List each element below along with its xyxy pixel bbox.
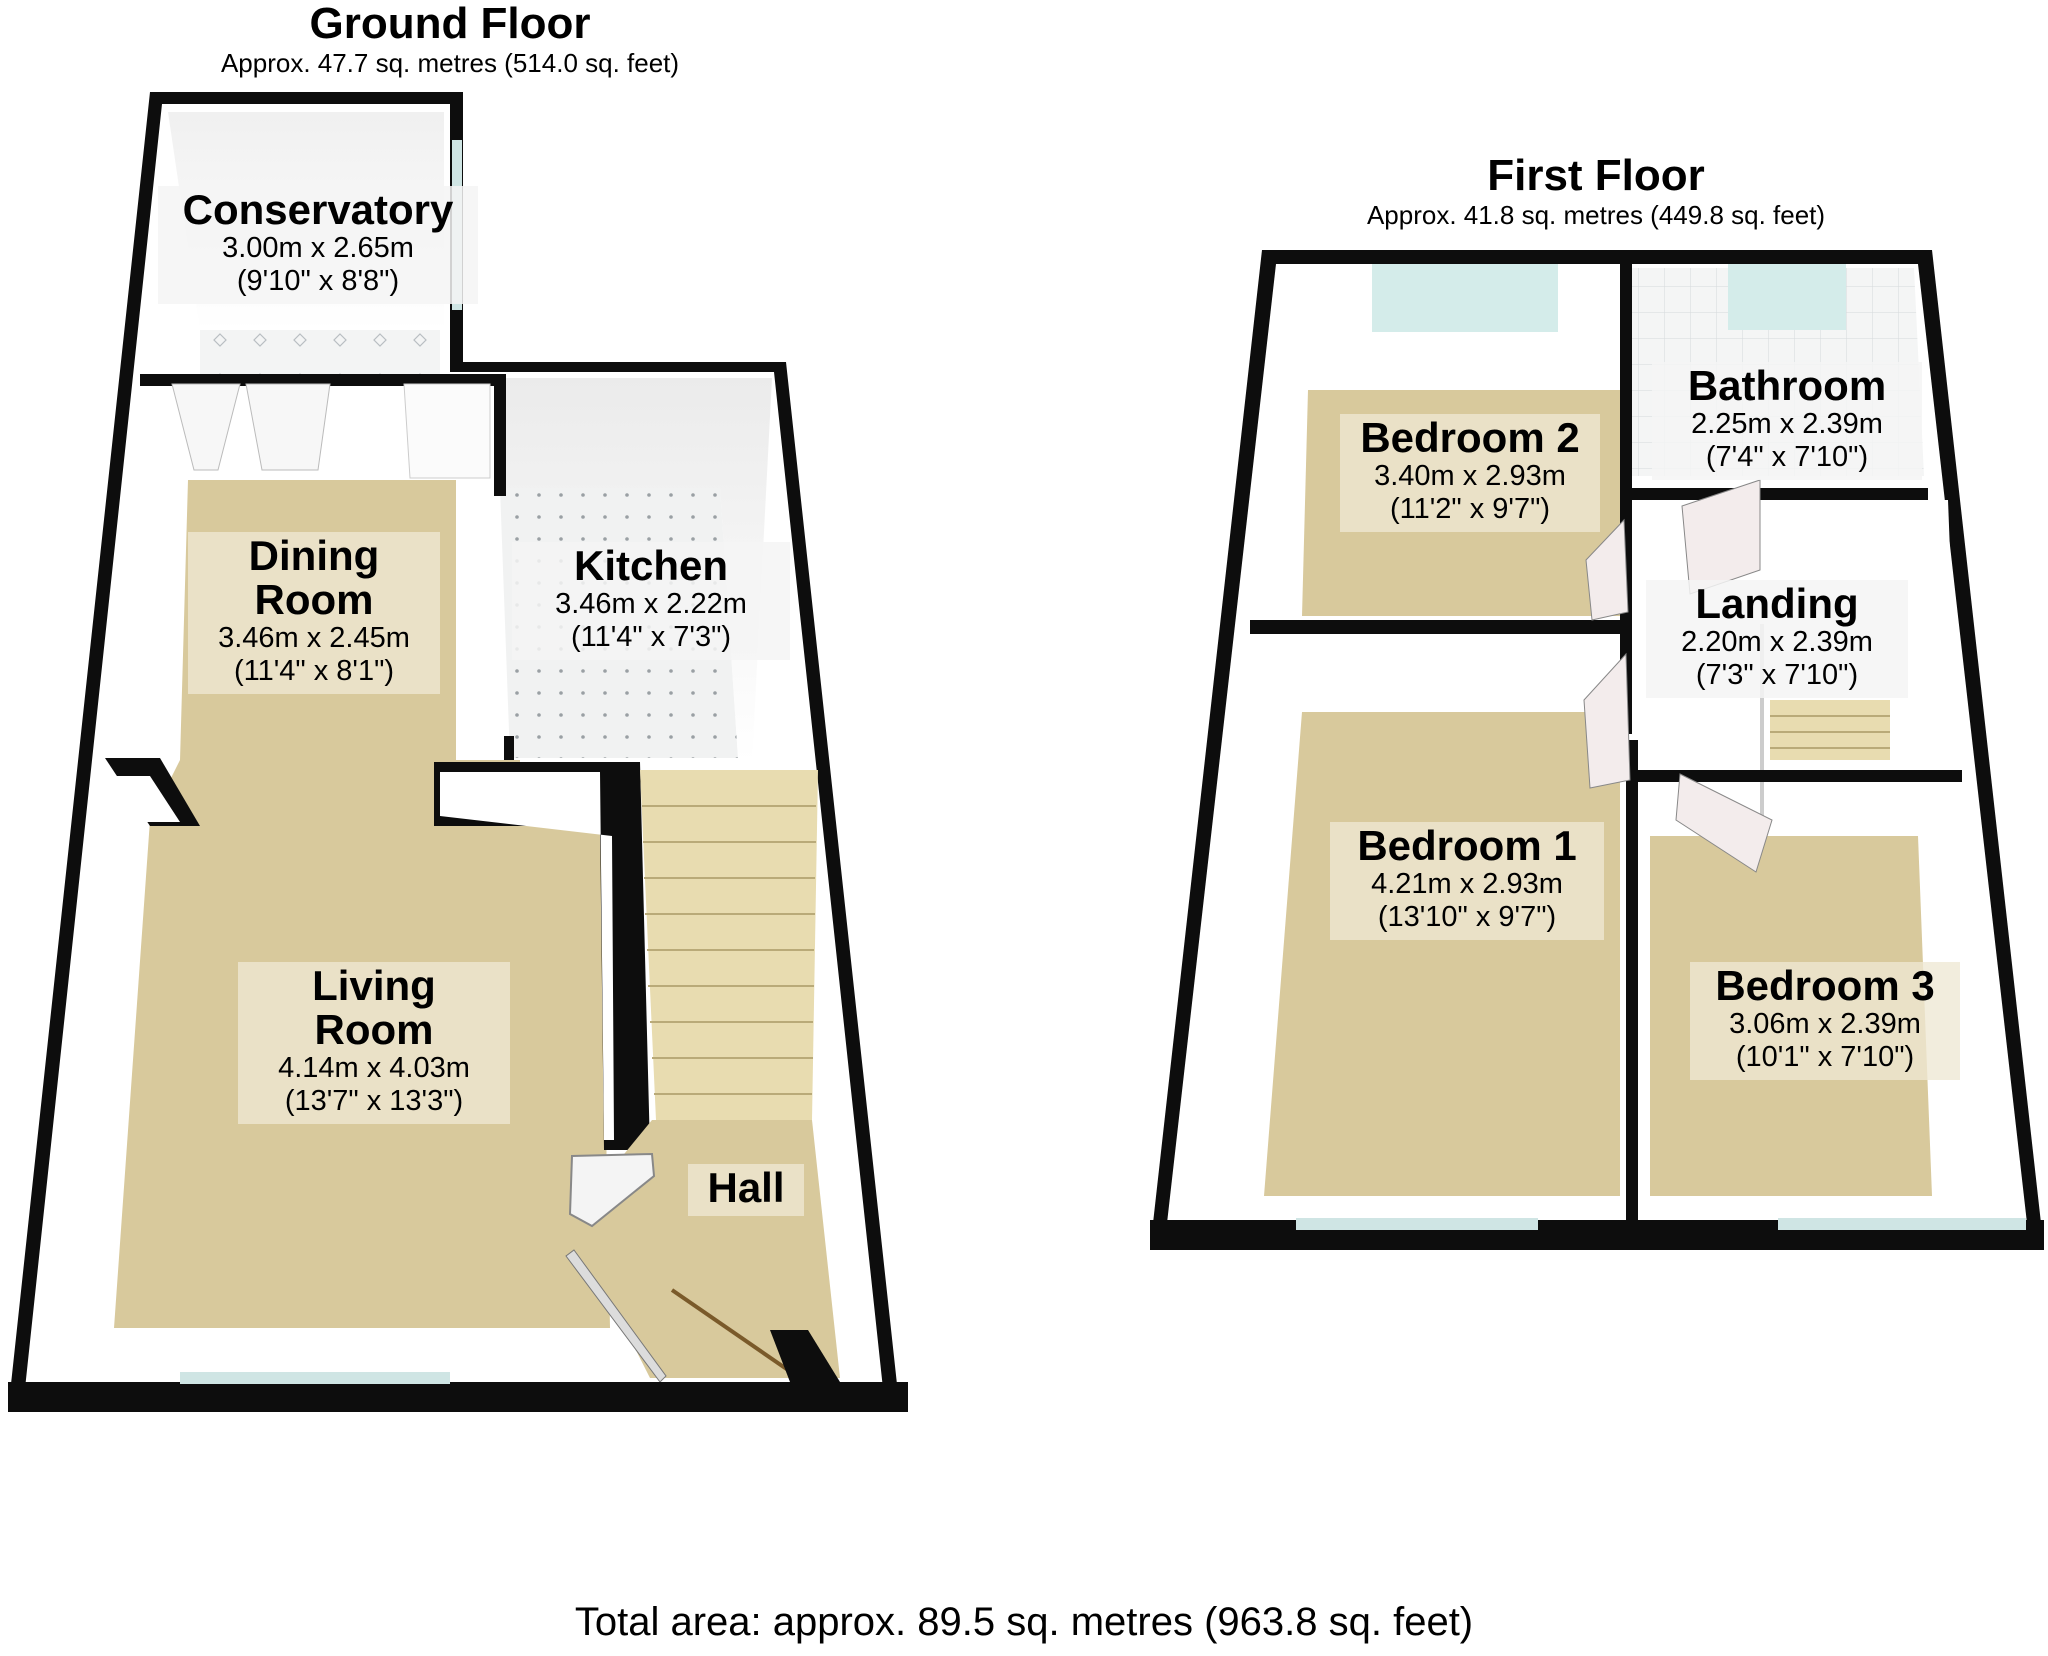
- room-imperial: (11'4" x 8'1"): [233, 655, 395, 687]
- room-metric: 2.25m x 2.39m: [1691, 408, 1883, 440]
- room-imperial: (9'10" x 8'8"): [236, 265, 400, 297]
- radiator: [568, 1152, 656, 1228]
- conservatory-floor: [200, 330, 440, 378]
- room-name: Conservatory: [182, 186, 454, 233]
- bathroom-window: [1728, 264, 1846, 330]
- room-metric: 2.20m x 2.39m: [1681, 626, 1873, 658]
- room-imperial: (7'3" x 7'10"): [1695, 659, 1859, 691]
- ground-floor-header: Ground Floor Approx. 47.7 sq. metres (51…: [150, 0, 750, 78]
- bedroom-3-label: Bedroom 3 3.06m x 2.39m (10'1" x 7'10"): [1690, 962, 1960, 1080]
- ground-staircase: [640, 770, 818, 1120]
- room-metric: 3.46m x 2.22m: [555, 588, 747, 620]
- living-room-window: [180, 1372, 450, 1384]
- room-name: Hall: [707, 1164, 785, 1211]
- ground-floor-title: Ground Floor: [309, 0, 591, 48]
- bedroom-1-label: Bedroom 1 4.21m x 2.93m (13'10" x 9'7"): [1330, 822, 1604, 940]
- room-imperial: (7'4" x 7'10"): [1705, 441, 1869, 473]
- bedroom-2-window: [1372, 264, 1558, 332]
- room-metric: 3.00m x 2.65m: [222, 232, 414, 264]
- room-imperial: (11'2" x 9'7"): [1389, 493, 1551, 525]
- dining-room-label: Dining Room 3.46m x 2.45m (11'4" x 8'1"): [188, 532, 440, 694]
- room-metric: 4.14m x 4.03m: [278, 1052, 470, 1084]
- room-name: Bedroom 2: [1360, 414, 1580, 461]
- room-name: Dining Room: [248, 532, 380, 623]
- bedroom-2-label: Bedroom 2 3.40m x 2.93m (11'2" x 9'7"): [1340, 414, 1600, 532]
- room-name: Living Room: [312, 962, 436, 1053]
- room-metric: 3.46m x 2.45m: [218, 622, 410, 654]
- landing-label: Landing 2.20m x 2.39m (7'3" x 7'10"): [1646, 580, 1908, 698]
- bedroom-1-floor: [1264, 712, 1620, 1196]
- ground-floor-area: Approx. 47.7 sq. metres (514.0 sq. feet): [220, 48, 680, 78]
- room-metric: 3.40m x 2.93m: [1374, 460, 1566, 492]
- room-metric: 3.06m x 2.39m: [1729, 1008, 1921, 1040]
- living-room-label: Living Room 4.14m x 4.03m (13'7" x 13'3"…: [238, 962, 510, 1124]
- room-imperial: (13'7" x 13'3"): [284, 1085, 464, 1117]
- bedroom-1-window: [1296, 1218, 1538, 1230]
- room-name: Bedroom 1: [1357, 822, 1577, 869]
- room-name: Bathroom: [1687, 362, 1887, 409]
- room-imperial: (13'10" x 9'7"): [1377, 901, 1557, 933]
- room-name: Kitchen: [573, 542, 728, 589]
- bathroom-label: Bathroom 2.25m x 2.39m (7'4" x 7'10"): [1652, 362, 1922, 480]
- room-name: Bedroom 3: [1715, 962, 1935, 1009]
- conservatory-label: Conservatory 3.00m x 2.65m (9'10" x 8'8"…: [158, 186, 478, 304]
- first-floor-area: Approx. 41.8 sq. metres (449.8 sq. feet): [1366, 200, 1826, 230]
- first-floor-title: First Floor: [1487, 151, 1705, 200]
- room-name: Landing: [1695, 580, 1859, 627]
- bedroom-3-window: [1778, 1218, 2026, 1230]
- room-imperial: (10'1" x 7'10"): [1735, 1041, 1915, 1073]
- kitchen-label: Kitchen 3.46m x 2.22m (11'4" x 7'3"): [512, 542, 790, 660]
- room-imperial: (11'4" x 7'3"): [570, 621, 732, 653]
- hall-label: Hall: [688, 1164, 804, 1216]
- room-metric: 4.21m x 2.93m: [1371, 868, 1563, 900]
- first-floor-header: First Floor Approx. 41.8 sq. metres (449…: [1296, 151, 1896, 231]
- total-area: Total area: approx. 89.5 sq. metres (963…: [574, 1600, 1474, 1644]
